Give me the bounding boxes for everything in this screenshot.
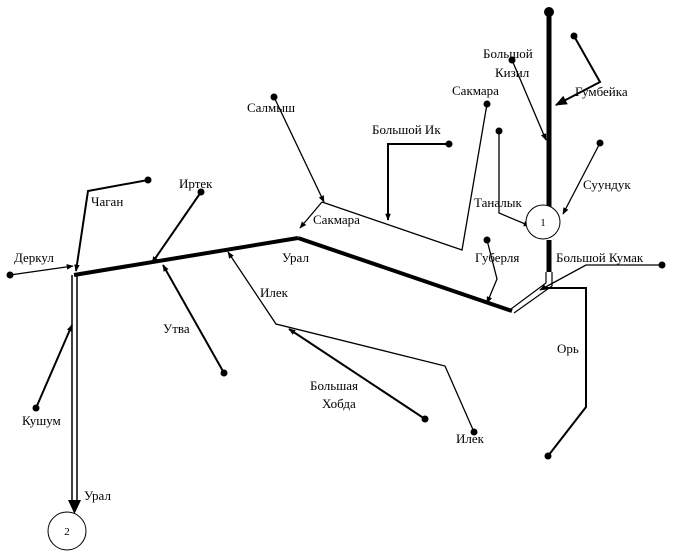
- node-1: 1: [525, 204, 561, 240]
- source-dot-chagan: [144, 176, 152, 184]
- source-dot-derkul: [6, 271, 14, 279]
- source-dot-salmysh: [270, 93, 278, 101]
- tributaries: [9, 35, 662, 457]
- utva-river: [162, 264, 225, 374]
- chagan-river: [74, 179, 149, 272]
- label-tanalyk: Таналык: [474, 195, 522, 210]
- node-1-circle: [525, 204, 561, 240]
- ural-main-channel: [68, 12, 553, 514]
- gumbeyka-river: [554, 35, 602, 106]
- tanalyk-river: [498, 131, 531, 227]
- label-guberlya: Губерля: [475, 250, 519, 265]
- source-dots: [6, 32, 666, 460]
- ural-source-dot: [544, 7, 554, 17]
- label-bolshoy-kizil-line2: Кизил: [495, 65, 530, 80]
- source-dot-suunduk: [596, 139, 604, 147]
- source-dot-or: [544, 452, 552, 460]
- label-utva: Утва: [163, 321, 190, 336]
- source-dot-tanalyk: [495, 127, 503, 135]
- label-or: Орь: [557, 341, 579, 356]
- ural-bend-right: [513, 272, 553, 314]
- source-dot-sakmara: [483, 100, 491, 108]
- kushum-river: [35, 324, 73, 409]
- label-ilek-lower: Илек: [456, 431, 485, 446]
- ural-bend-left: [510, 272, 547, 310]
- label-bolshoy-kumak: Большой Кумак: [556, 250, 644, 265]
- source-dot-bolshoy-kizil: [508, 56, 516, 64]
- sakmara-upper-river: [321, 103, 488, 251]
- label-gumbeyka: Гумбейка: [575, 84, 628, 99]
- label-irtek: Иртек: [179, 176, 213, 191]
- suunduk-river: [562, 142, 601, 215]
- source-dot-bolshoy-kumak: [658, 261, 666, 269]
- or-river: [543, 287, 587, 457]
- node-2-label: 2: [64, 526, 70, 538]
- label-salmysh: Салмыш: [247, 100, 295, 115]
- label-sakmara-lower: Сакмара: [313, 212, 360, 227]
- label-sakmara-upper: Сакмара: [452, 83, 499, 98]
- label-suunduk: Суундук: [583, 177, 631, 192]
- bolshoy-kumak-river: [539, 264, 662, 291]
- source-dot-bolshoy-ik: [445, 140, 453, 148]
- bolshoy-ik-river: [385, 143, 449, 221]
- ural-west-segment: [73, 236, 299, 277]
- node-2: 2: [47, 511, 87, 551]
- ilek-river: [227, 251, 475, 433]
- label-ural-bottom: Урал: [84, 488, 111, 503]
- salmysh-river: [273, 96, 325, 203]
- source-dot-irtek: [197, 188, 205, 196]
- source-dot-bolshaya-khobda: [421, 415, 429, 423]
- label-bolshoy-kizil-line1: Большой: [483, 46, 533, 61]
- label-ilek-upper: Илек: [260, 285, 289, 300]
- node-1-label: 1: [540, 217, 546, 229]
- bolshaya-khobda-river: [288, 328, 426, 420]
- label-bolshaya-khobda-line2: Хобда: [322, 396, 356, 411]
- guberlya-river: [486, 239, 498, 304]
- label-bolshaya-khobda-line1: Большая: [310, 378, 358, 393]
- source-dot-kushum: [32, 404, 40, 412]
- label-derkul: Деркул: [14, 250, 54, 265]
- ural-south-arrowhead: [68, 500, 81, 514]
- irtek-river: [151, 191, 202, 264]
- bolshoy-kizil-river: [511, 59, 547, 141]
- source-dot-gumbeyka: [570, 32, 578, 40]
- label-kushum: Кушум: [22, 413, 61, 428]
- river-labels: Большой Кизил Гумбейка Сакмара Салмыш Бо…: [14, 46, 644, 503]
- label-chagan: Чаган: [91, 194, 123, 209]
- derkul-river: [9, 264, 74, 276]
- source-dot-guberlya: [483, 236, 491, 244]
- label-ural-mid: Урал: [282, 250, 309, 265]
- ural-middle-segment: [297, 236, 513, 313]
- label-bolshoy-ik: Большой Ик: [372, 122, 441, 137]
- source-dot-utva: [220, 369, 228, 377]
- node-2-circle: [47, 511, 87, 551]
- source-dot-ilek: [470, 428, 478, 436]
- sakmara-lower-river: [299, 201, 323, 229]
